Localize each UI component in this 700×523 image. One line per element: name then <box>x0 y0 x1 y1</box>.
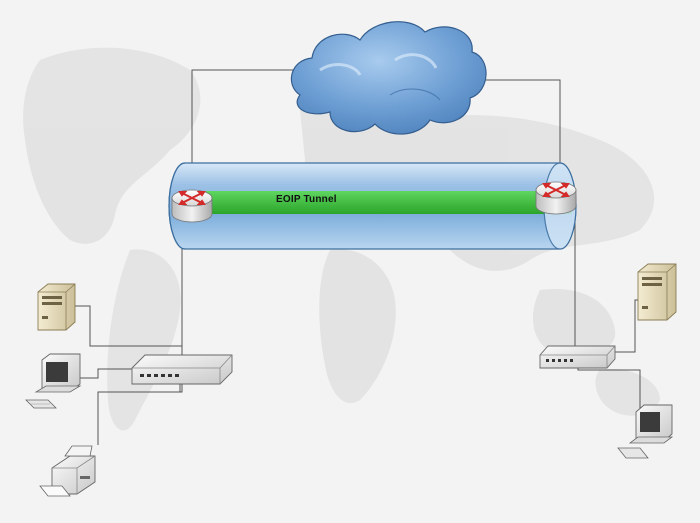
tunnel-label: EOIP Tunnel <box>276 194 337 205</box>
right-switch-icon <box>539 345 616 369</box>
link-left-workstation-switch <box>72 368 135 379</box>
link-left-printer-switch <box>97 378 183 445</box>
link-left-router-cloud <box>191 69 300 192</box>
eoip-tunnel <box>168 162 577 250</box>
link-right-server-switch <box>612 299 642 353</box>
right-server-icon <box>637 263 677 321</box>
left-switch-icon <box>131 354 233 385</box>
link-right-router-cloud <box>470 79 561 185</box>
internet-cloud <box>290 21 487 135</box>
left-printer-icon <box>39 445 96 497</box>
left-workstation-icon <box>25 353 82 409</box>
tunnel-band <box>180 191 572 214</box>
right-router-icon <box>535 181 577 215</box>
left-router-icon <box>171 189 213 223</box>
right-workstation-icon <box>617 404 674 459</box>
link-left-server-switch <box>68 305 183 357</box>
left-server-icon <box>37 283 76 331</box>
